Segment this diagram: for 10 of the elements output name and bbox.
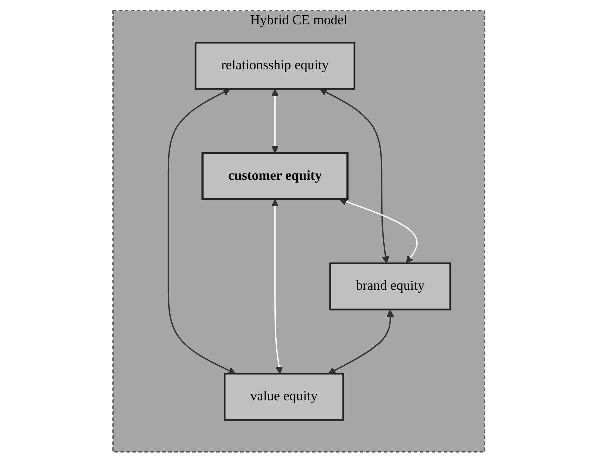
arrow bbox=[340, 198, 418, 264]
node-box: brand equity bbox=[330, 262, 452, 310]
node-box: value equity bbox=[224, 372, 344, 420]
node-box: relationsship equity bbox=[194, 42, 356, 90]
arrow bbox=[168, 88, 236, 374]
arrow bbox=[328, 309, 394, 374]
node-box: customer equity bbox=[202, 152, 349, 200]
arrow bbox=[320, 88, 390, 264]
arrow bbox=[271, 198, 284, 374]
arrow bbox=[271, 88, 279, 154]
